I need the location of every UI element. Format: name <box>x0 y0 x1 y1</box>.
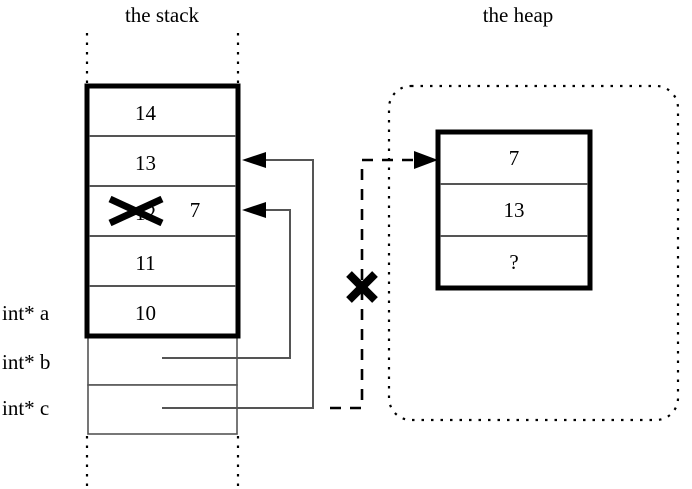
cross-out-icon-stack-value <box>108 195 164 227</box>
stack-title: the stack <box>124 3 200 27</box>
stack-cell-value-1: 13 <box>135 151 156 175</box>
pointer-line-b <box>162 202 291 359</box>
pointer-var-label-a: int* a <box>2 301 50 325</box>
stack-cell-value-4: 10 <box>135 301 156 325</box>
stack-cell-value-3: 11 <box>135 251 156 275</box>
heap-cell-value-2: ? <box>509 250 519 274</box>
stack-cell-value-2-old: 12 <box>135 201 156 225</box>
pointer-var-label-b: int* b <box>2 350 51 374</box>
cross-out-icon-pointer-a <box>346 271 378 303</box>
heap-region-boundary <box>387 84 680 422</box>
stack-pointer-var-cells <box>87 335 238 435</box>
stack-frame-box <box>84 83 241 339</box>
pointer-line-c <box>162 152 314 409</box>
pointer-var-label-c: int* c <box>2 396 50 420</box>
heap-title: the heap <box>482 3 554 27</box>
heap-cell-value-1: 13 <box>503 198 525 222</box>
stale-pointer-line-a <box>330 151 438 410</box>
heap-cell-value-0: 7 <box>508 146 520 170</box>
heap-block-box <box>435 129 593 291</box>
stack-cell-value-2-new: 7 <box>189 198 201 222</box>
stack-cell-value-0: 14 <box>135 101 156 125</box>
